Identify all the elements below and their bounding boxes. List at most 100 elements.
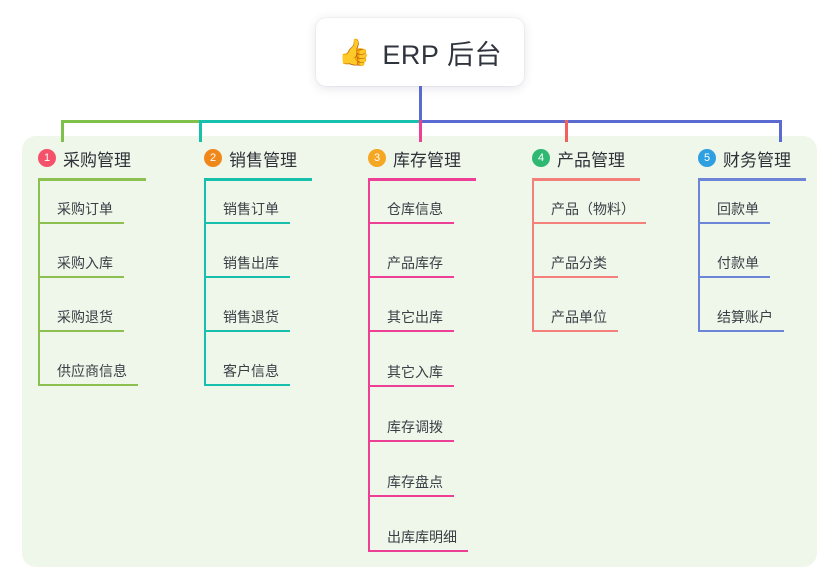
- connector-bus-segment-2: [199, 120, 421, 123]
- leaf-item-underline: [38, 276, 124, 278]
- branch-header-underline: [532, 178, 640, 181]
- leaf-item[interactable]: 仓库信息: [368, 200, 454, 224]
- leaf-item-underline: [38, 330, 124, 332]
- leaf-item[interactable]: 结算账户: [698, 308, 784, 332]
- branch-header-3[interactable]: 3 库存管理: [352, 146, 461, 170]
- branch-header-underline: [38, 178, 146, 181]
- leaf-item[interactable]: 出库库明细: [368, 528, 468, 552]
- leaf-item[interactable]: 其它入库: [368, 363, 454, 387]
- leaf-item[interactable]: 回款单: [698, 200, 770, 224]
- branch-stem-2: [204, 178, 206, 386]
- branch-title: 销售管理: [229, 150, 297, 170]
- leaf-item[interactable]: 付款单: [698, 254, 770, 278]
- root-node-erp-backend[interactable]: 👍 ERP 后台: [316, 18, 524, 86]
- leaf-item-underline: [38, 222, 124, 224]
- leaf-item-underline: [698, 222, 770, 224]
- branch-column-1: 1 采购管理: [22, 146, 146, 181]
- branch-stem-5: [698, 178, 700, 332]
- connector-drop-5: [779, 120, 782, 142]
- leaf-item-underline: [368, 330, 454, 332]
- branch-index-badge: 1: [38, 149, 56, 167]
- leaf-item[interactable]: 其它出库: [368, 308, 454, 332]
- leaf-item[interactable]: 销售退货: [204, 308, 290, 332]
- branch-stem-1: [38, 178, 40, 386]
- connector-drop-2: [199, 120, 202, 142]
- leaf-item[interactable]: 客户信息: [204, 362, 290, 386]
- connector-drop-3: [419, 120, 422, 142]
- leaf-item-label: 销售订单: [223, 201, 279, 217]
- branch-header-1[interactable]: 1 采购管理: [22, 146, 131, 170]
- leaf-item-underline: [204, 330, 290, 332]
- connector-drop-1: [61, 120, 64, 142]
- branch-header-underline: [368, 178, 476, 181]
- leaf-item[interactable]: 产品库存: [368, 254, 454, 278]
- branch-column-2: 2 销售管理: [188, 146, 312, 181]
- leaf-item-label: 采购退货: [57, 309, 113, 325]
- leaf-item-label: 产品（物料）: [551, 201, 635, 217]
- connector-drop-4: [565, 120, 568, 142]
- branch-title: 库存管理: [393, 150, 461, 170]
- leaf-item-label: 其它入库: [387, 364, 443, 380]
- branch-title: 产品管理: [557, 150, 625, 170]
- leaf-item-underline: [698, 276, 770, 278]
- leaf-item-underline: [38, 384, 138, 386]
- branch-header-underline: [698, 178, 806, 181]
- branch-title: 财务管理: [723, 150, 791, 170]
- leaf-item-label: 产品分类: [551, 255, 607, 271]
- leaf-item[interactable]: 供应商信息: [38, 362, 138, 386]
- branch-column-5: 5 财务管理: [682, 146, 806, 181]
- leaf-item-label: 其它出库: [387, 309, 443, 325]
- branch-header-underline: [204, 178, 312, 181]
- leaf-item-label: 销售退货: [223, 309, 279, 325]
- leaf-item[interactable]: 采购入库: [38, 254, 124, 278]
- leaf-item[interactable]: 销售订单: [204, 200, 290, 224]
- leaf-item-label: 回款单: [717, 201, 759, 217]
- leaf-item-label: 采购订单: [57, 201, 113, 217]
- leaf-item-label: 客户信息: [223, 363, 279, 379]
- leaf-item[interactable]: 产品（物料）: [532, 200, 646, 224]
- leaf-item-label: 产品库存: [387, 255, 443, 271]
- leaf-item-underline: [368, 222, 454, 224]
- connector-bus-segment-1: [61, 120, 201, 123]
- leaf-item-label: 仓库信息: [387, 201, 443, 217]
- leaf-item-underline: [204, 276, 290, 278]
- connector-bus-segment-3: [419, 120, 781, 123]
- leaf-item[interactable]: 产品单位: [532, 308, 618, 332]
- leaf-item-underline: [698, 330, 784, 332]
- leaf-item-label: 销售出库: [223, 255, 279, 271]
- branch-column-4: 4 产品管理: [516, 146, 640, 181]
- leaf-item-label: 采购入库: [57, 255, 113, 271]
- branch-header-4[interactable]: 4 产品管理: [516, 146, 625, 170]
- branch-index-badge: 4: [532, 149, 550, 167]
- leaf-item[interactable]: 采购退货: [38, 308, 124, 332]
- leaf-item-underline: [368, 385, 454, 387]
- leaf-item-label: 库存调拨: [387, 419, 443, 435]
- branch-title: 采购管理: [63, 150, 131, 170]
- branch-index-badge: 2: [204, 149, 222, 167]
- leaf-item[interactable]: 库存盘点: [368, 473, 454, 497]
- branch-index-badge: 5: [698, 149, 716, 167]
- leaf-item-underline: [532, 276, 618, 278]
- leaf-item-underline: [204, 384, 290, 386]
- connector-root-stem: [419, 86, 422, 122]
- leaf-item-underline: [368, 495, 454, 497]
- leaf-item-label: 库存盘点: [387, 474, 443, 490]
- leaf-item-underline: [368, 550, 468, 552]
- branch-stem-3: [368, 178, 370, 552]
- leaf-item-label: 结算账户: [717, 309, 773, 325]
- leaf-item-label: 付款单: [717, 255, 759, 271]
- branch-stem-4: [532, 178, 534, 332]
- thumbs-up-icon: 👍: [338, 37, 371, 67]
- leaf-item-underline: [368, 440, 454, 442]
- leaf-item[interactable]: 销售出库: [204, 254, 290, 278]
- leaf-item[interactable]: 采购订单: [38, 200, 124, 224]
- leaf-item-label: 供应商信息: [57, 363, 127, 379]
- leaf-item-underline: [532, 222, 646, 224]
- leaf-item[interactable]: 产品分类: [532, 254, 618, 278]
- leaf-item-label: 产品单位: [551, 309, 607, 325]
- branch-header-5[interactable]: 5 财务管理: [682, 146, 791, 170]
- leaf-item[interactable]: 库存调拨: [368, 418, 454, 442]
- branch-index-badge: 3: [368, 149, 386, 167]
- branch-header-2[interactable]: 2 销售管理: [188, 146, 297, 170]
- leaf-item-underline: [532, 330, 618, 332]
